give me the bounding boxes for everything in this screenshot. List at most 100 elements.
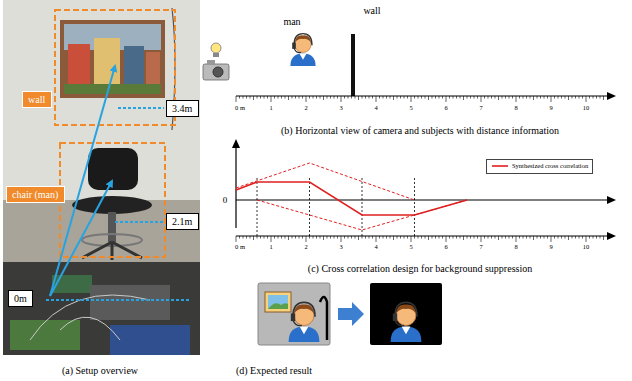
ruler-tick — [428, 96, 429, 100]
ruler — [236, 96, 604, 102]
caption: (b) Horizontal view of camera and subjec… — [281, 126, 559, 136]
ruler-tick — [246, 96, 247, 99]
result-arrow — [338, 302, 364, 326]
node-text: 3.4m — [172, 103, 193, 114]
ruler-tick — [400, 96, 401, 99]
ruler-tick — [467, 96, 468, 99]
ruler-tick — [537, 96, 538, 99]
ruler-tick — [386, 96, 387, 99]
camera-lens — [213, 67, 223, 77]
ruler-tick — [498, 236, 499, 240]
ruler-tick — [579, 236, 580, 239]
ruler-tick — [558, 96, 559, 99]
ruler-tick — [456, 236, 457, 239]
ruler-tick — [351, 96, 352, 99]
legend-text: Synthesized cross correlation — [512, 163, 588, 170]
ruler-tick — [323, 96, 324, 100]
ruler-tick — [355, 96, 356, 99]
ruler-tick — [516, 236, 517, 242]
ruler-tick — [512, 96, 513, 99]
ruler-tick — [341, 236, 342, 242]
ruler-tick — [474, 96, 475, 99]
ruler-tick — [285, 236, 286, 239]
ruler-tick — [582, 236, 583, 239]
ruler-tick — [295, 96, 296, 99]
wall-bar — [351, 34, 355, 96]
ruler-tick — [589, 236, 590, 239]
region-tag: wall — [22, 91, 52, 108]
ruler-tick — [568, 96, 569, 100]
ruler-tick — [554, 236, 555, 239]
guide-line — [414, 178, 415, 236]
node-text: chair (man) — [12, 189, 59, 200]
distance-arrow — [50, 66, 115, 296]
ruler-tick — [421, 96, 422, 99]
setup-photo — [3, 0, 200, 355]
ruler-tick — [390, 236, 391, 239]
ruler-tick — [439, 96, 440, 99]
ruler-tick — [365, 96, 366, 99]
ruler-tick — [351, 236, 352, 239]
ruler-tick — [491, 236, 492, 239]
ruler-tick — [586, 96, 587, 102]
ruler-tick — [337, 236, 338, 239]
ruler-tick — [439, 236, 440, 239]
ruler-tick — [558, 236, 559, 239]
ruler-tick — [463, 96, 464, 100]
ruler-tick — [397, 96, 398, 99]
ruler-tick — [334, 96, 335, 99]
ruler-tick — [260, 236, 261, 239]
distance-tag: 2.1m — [166, 213, 199, 230]
ruler-tick — [425, 236, 426, 239]
painting-ground — [64, 84, 161, 94]
ruler-tick — [432, 96, 433, 99]
picture-sky — [268, 295, 288, 309]
axis-number: 6 — [444, 244, 447, 251]
ruler-tick — [379, 236, 380, 239]
ruler-tick — [250, 236, 251, 239]
ruler-tick — [540, 96, 541, 99]
ruler-tick — [526, 236, 527, 239]
ruler-tick — [575, 236, 576, 239]
circuit-board — [52, 275, 92, 293]
ruler-tick — [250, 96, 251, 99]
ruler-tick — [264, 236, 265, 239]
ruler-tick — [404, 96, 405, 99]
ruler-tick — [348, 236, 349, 239]
ruler-tick — [572, 236, 573, 239]
axis-number: 7 — [479, 105, 482, 112]
ruler-tick — [561, 236, 562, 239]
axis-number: 10 — [583, 105, 590, 112]
ruler-tick — [400, 236, 401, 239]
image-frame — [370, 283, 442, 345]
ruler-tick — [600, 96, 601, 99]
axis-number: 8 — [514, 244, 517, 251]
ruler-tick — [502, 236, 503, 239]
ruler-tick — [344, 236, 345, 239]
ruler-tick — [358, 96, 359, 100]
caption: (a) Setup overview — [62, 366, 138, 376]
painting — [60, 20, 165, 98]
ruler-tick — [495, 236, 496, 239]
ruler-tick — [568, 236, 569, 240]
axis-number: 0 m — [235, 244, 245, 251]
ruler-tick — [477, 96, 478, 99]
picture-frame — [265, 292, 291, 312]
ruler-tick — [393, 96, 394, 100]
ruler-tick — [236, 236, 237, 242]
region-tag: chair (man) — [6, 186, 65, 203]
guide-line — [362, 178, 363, 236]
before-image — [258, 283, 330, 345]
ruler-tick — [376, 236, 377, 242]
ruler-tick — [547, 236, 548, 239]
painting-house — [124, 46, 144, 84]
ruler-tick — [477, 236, 478, 239]
ruler-tick — [257, 236, 258, 239]
axis-number: 10 — [583, 244, 590, 251]
painting-house — [94, 38, 120, 84]
ruler-tick — [334, 236, 335, 239]
ruler-tick — [603, 96, 604, 100]
axis-number: 2 — [304, 244, 307, 251]
